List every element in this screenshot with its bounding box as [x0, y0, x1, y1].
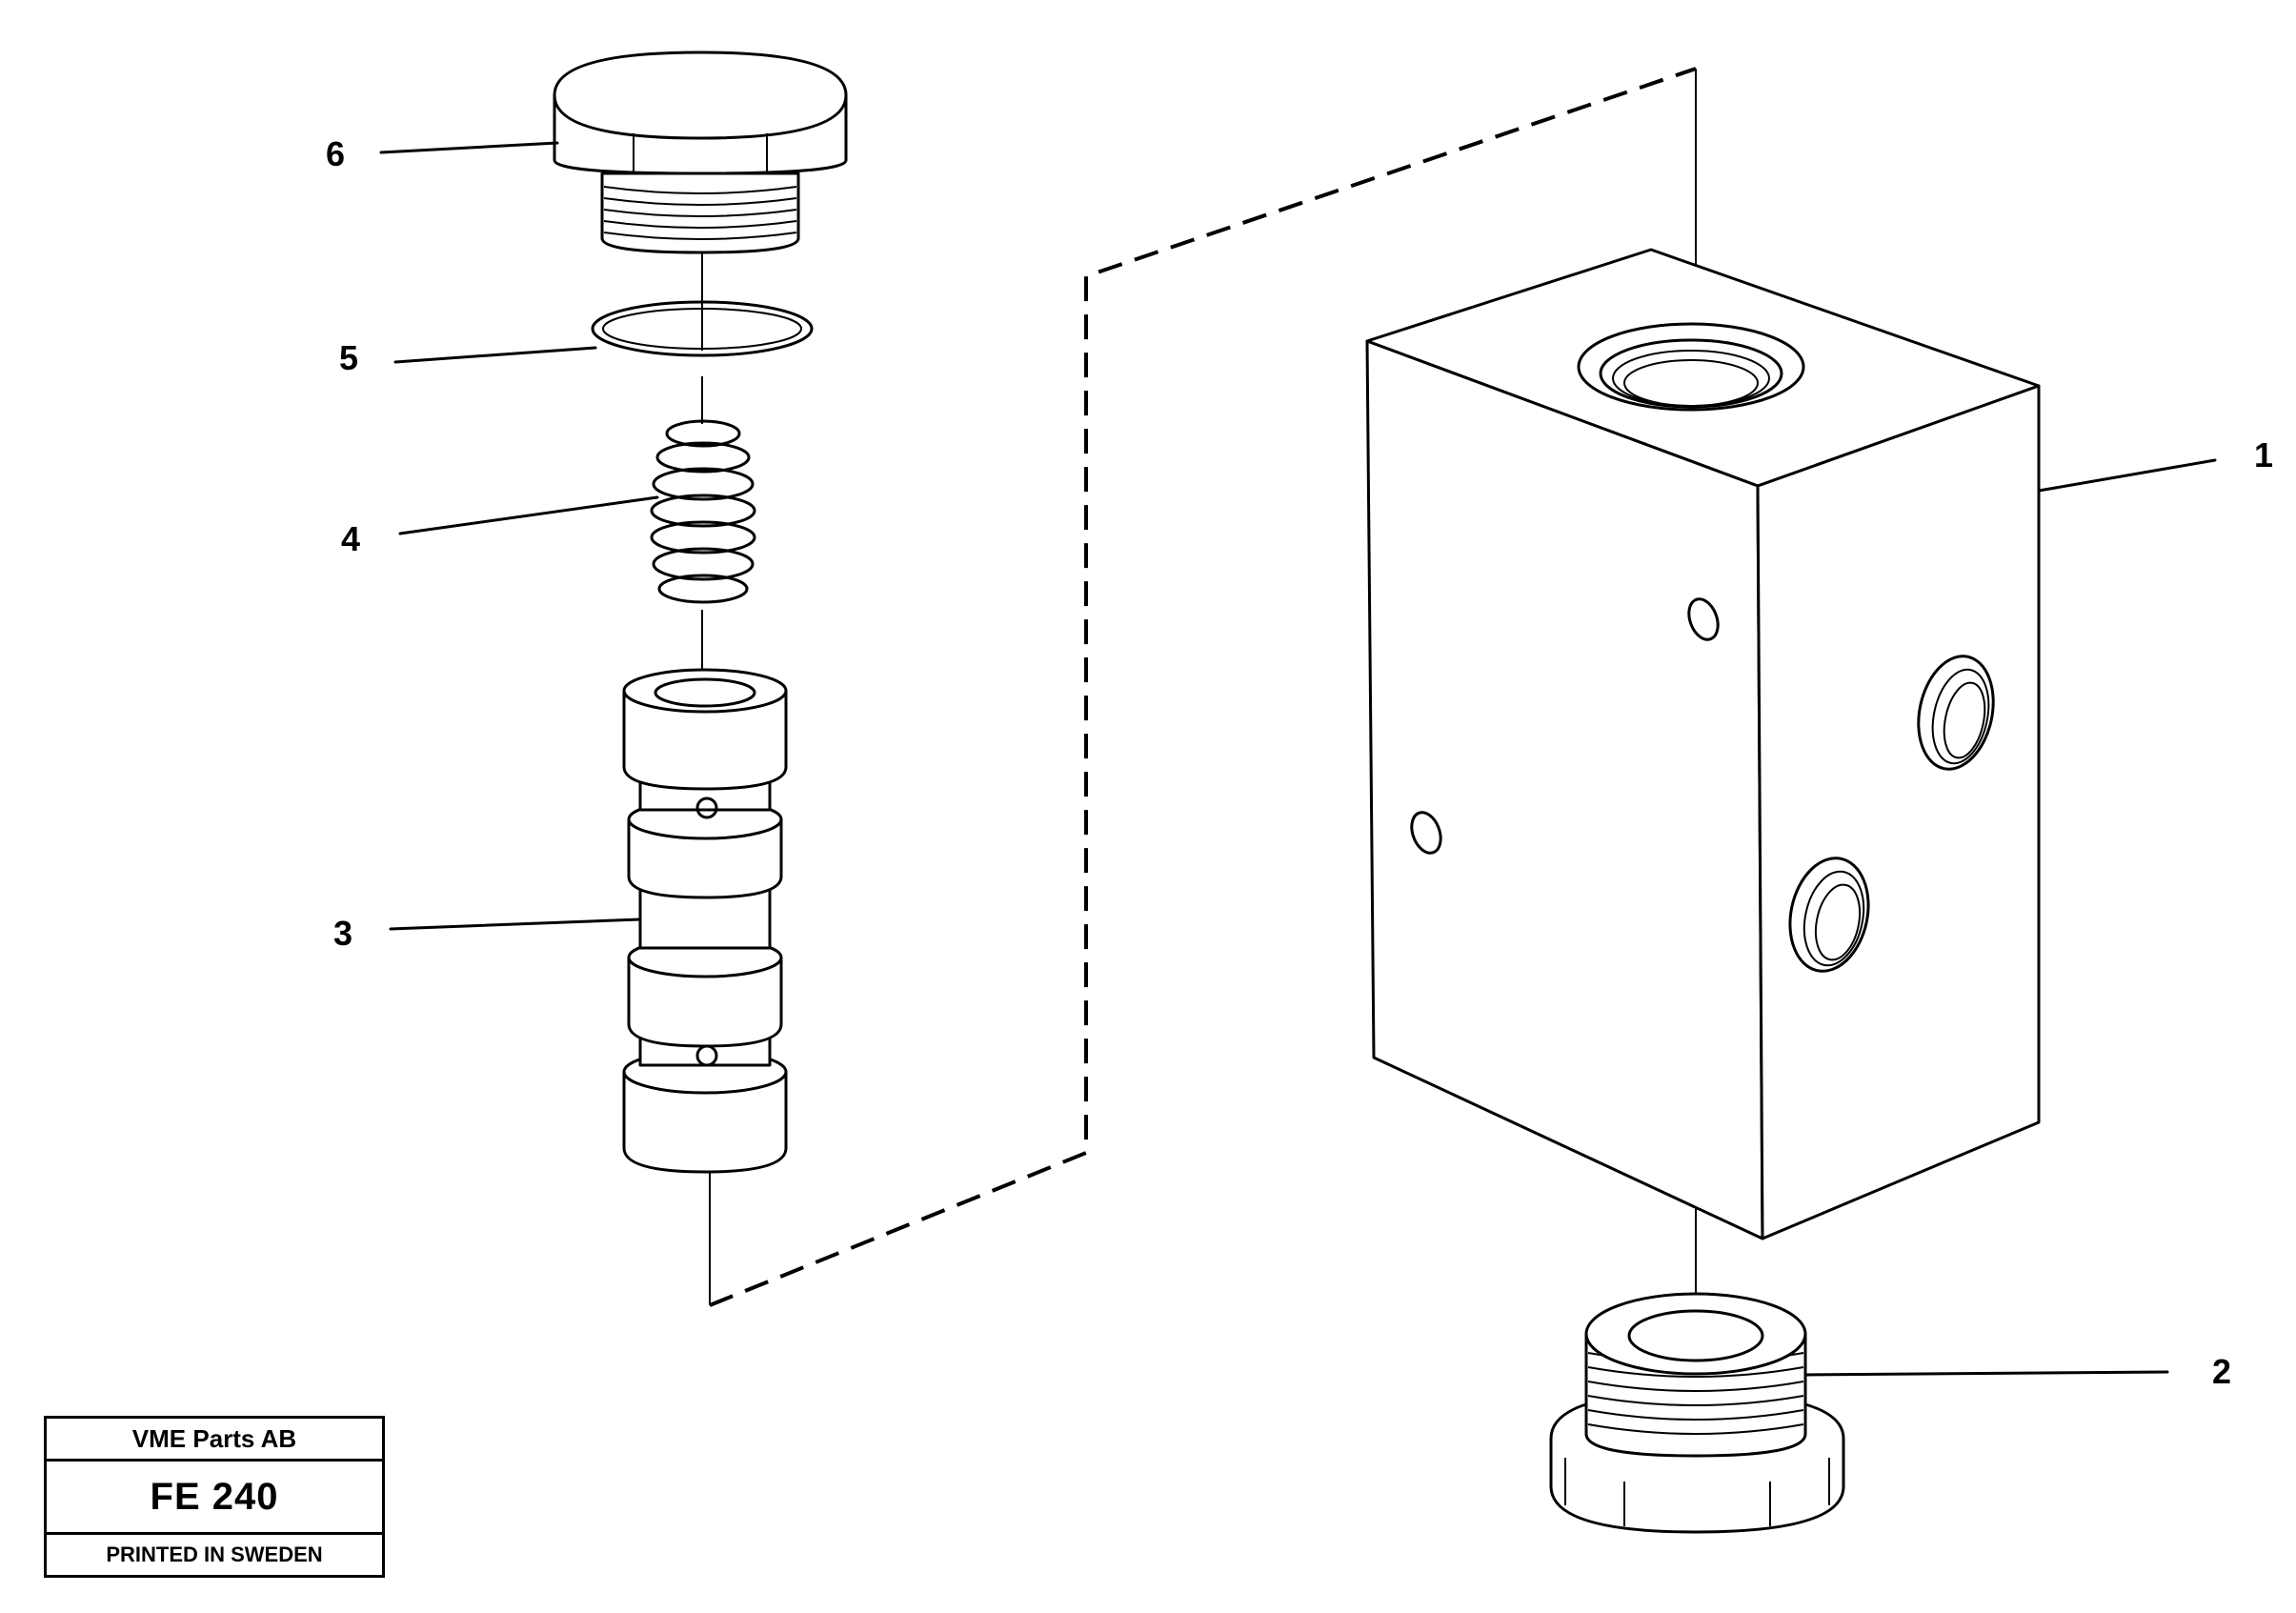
- part-2-bottom-plug: [1549, 1292, 1845, 1534]
- callout-4: 4: [341, 519, 360, 558]
- leader-line-1: [2037, 458, 2217, 493]
- callout-6: 6: [326, 134, 345, 173]
- callout-3: 3: [333, 914, 352, 953]
- assembly-dashed-path: [709, 67, 1697, 1307]
- part-4-spring: [650, 419, 756, 604]
- part-3-valve-spool: [622, 668, 788, 1174]
- part-5-o-ring: [591, 300, 814, 357]
- title-block-printed: PRINTED IN SWEDEN: [106, 1542, 323, 1566]
- title-block: VME Parts AB FE 240 PRINTED IN SWEDEN: [44, 1416, 385, 1578]
- leader-line-2: [1803, 1370, 2169, 1377]
- leader-line-5: [393, 346, 597, 364]
- callout-2: 2: [2212, 1352, 2231, 1391]
- leader-line-4: [398, 495, 659, 535]
- callout-5: 5: [339, 338, 358, 377]
- leader-line-6: [379, 141, 559, 154]
- leader-line-3: [389, 917, 642, 931]
- part-6-plug: [553, 50, 848, 254]
- title-block-code: FE 240: [47, 1462, 382, 1535]
- callout-1: 1: [2254, 435, 2273, 474]
- title-block-company: VME Parts AB: [47, 1419, 382, 1462]
- part-1-valve-block: [1365, 248, 2041, 1240]
